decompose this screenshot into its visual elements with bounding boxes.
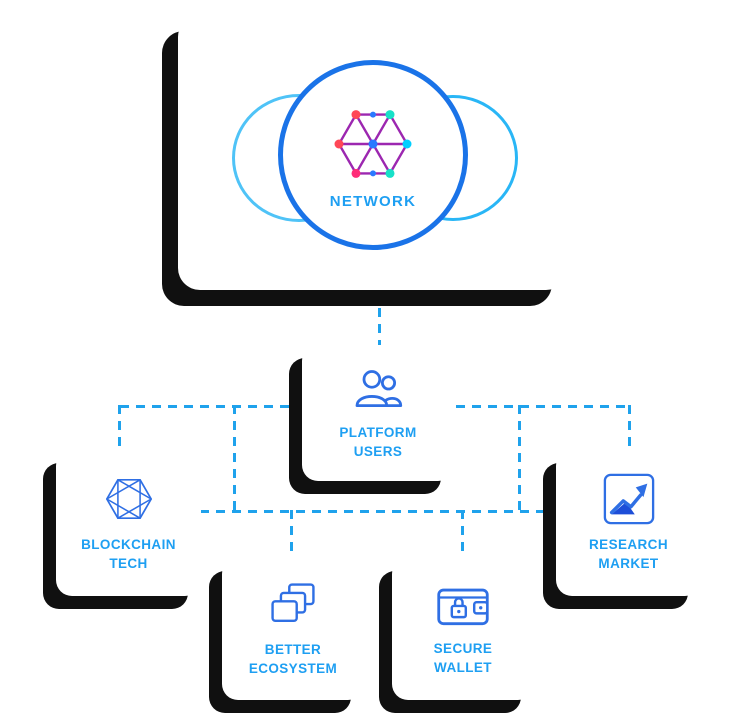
node-label: SECURE WALLET xyxy=(433,641,493,675)
blockchain-hexagon-icon xyxy=(105,479,152,520)
hexagon-network-icon xyxy=(334,109,412,178)
node-blockchain-tech: BLOCKCHAIN TECH xyxy=(56,450,201,596)
node-label: RESEARCH MARKET xyxy=(589,537,668,571)
connector-left-rail-link xyxy=(233,405,236,513)
node-label: BLOCKCHAIN TECH xyxy=(81,537,176,571)
node-secure-wallet: SECURE WALLET xyxy=(392,558,534,700)
connector-drop-ecosystem xyxy=(290,510,293,562)
network-card: NETWORK xyxy=(178,15,568,290)
node-platform-users: PLATFORM USERS xyxy=(302,345,454,481)
connector-drop-wallet xyxy=(461,510,464,562)
node-research-market: RESEARCH MARKET xyxy=(556,450,701,596)
node-better-ecosystem: BETTER ECOSYSTEM xyxy=(222,558,364,700)
users-icon xyxy=(355,370,403,408)
wallet-lock-icon xyxy=(437,588,489,626)
connector-network-to-users xyxy=(378,292,381,346)
connector-lower-rail xyxy=(200,510,556,513)
network-label: NETWORK xyxy=(329,192,417,210)
stacked-layers-icon xyxy=(271,583,315,623)
network-circle: NETWORK xyxy=(278,60,468,250)
connector-drop-blockchain xyxy=(118,405,121,455)
growth-chart-icon xyxy=(603,473,654,525)
connector-drop-research xyxy=(628,405,631,455)
connector-right-rail-link xyxy=(518,405,521,513)
node-label: BETTER ECOSYSTEM xyxy=(248,642,338,676)
node-label: PLATFORM USERS xyxy=(339,425,417,459)
